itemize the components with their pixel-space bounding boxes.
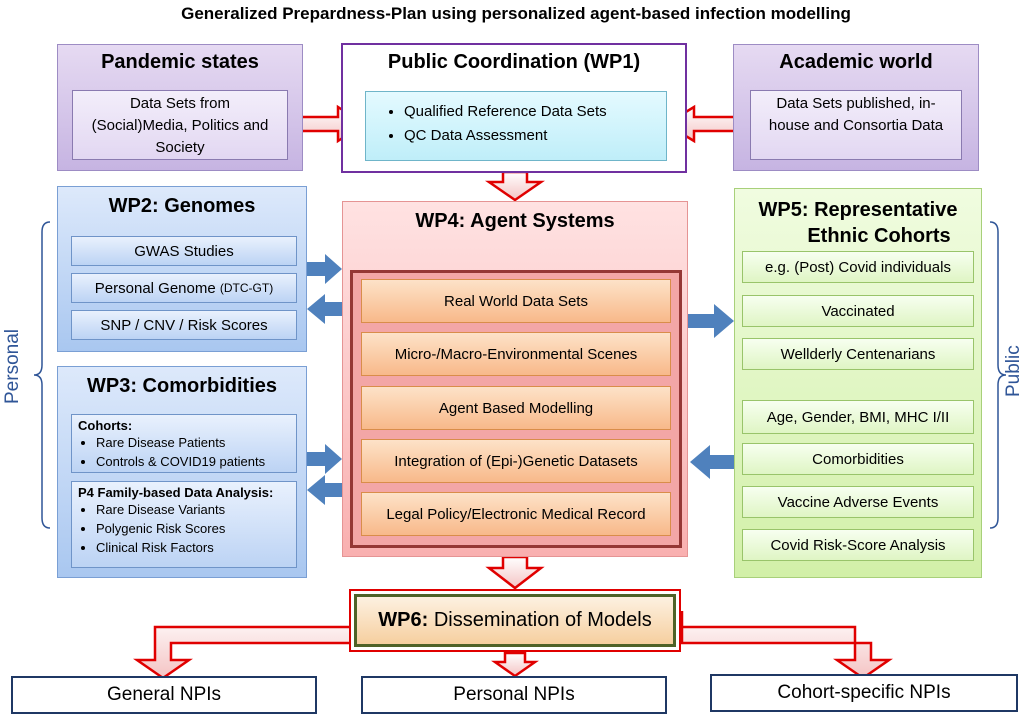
wp1-item: Qualified Reference Data Sets <box>404 100 662 124</box>
wp5-item: Vaccine Adverse Events <box>742 486 974 518</box>
side-label-public: Public <box>1003 345 1024 397</box>
wp4-item: Integration of (Epi-)Genetic Datasets <box>361 439 671 483</box>
academic-heading: Academic world <box>779 51 933 73</box>
wp3-p4-item: Polygenic Risk Scores <box>96 519 290 538</box>
pandemic-data-box: Data Sets from (Social)Media, Politics a… <box>72 90 288 160</box>
output-personal-npis: Personal NPIs <box>361 676 667 714</box>
wp3-cohort-item: Controls & COVID19 patients <box>96 452 290 471</box>
arrow-wp4-to-wp5 <box>688 304 734 338</box>
wp6-label: Dissemination of Models <box>428 609 652 631</box>
wp5-box: WP5: Representative Ethnic Cohorts e.g. … <box>734 188 982 578</box>
public-bracket <box>989 221 1007 529</box>
wp4-heading: WP4: Agent Systems <box>415 210 615 232</box>
academic-data-box: Data Sets published, in-house and Consor… <box>750 90 962 160</box>
diagram-title: Generalized Prepardness-Plan using perso… <box>181 4 851 23</box>
wp3-cohorts-box: Cohorts: Rare Disease Patients Controls … <box>71 414 297 473</box>
arrow-wp3-to-wp4 <box>307 444 342 474</box>
wp6-box: WP6: Dissemination of Models <box>349 589 681 652</box>
pandemic-states-box: Pandemic states Data Sets from (Social)M… <box>57 44 303 171</box>
wp5-heading-line1: WP5: Representative <box>758 199 958 221</box>
wp6-label-bold: WP6: <box>378 609 429 631</box>
arrow-wp1-to-wp4 <box>484 170 546 202</box>
wp2-item-personal-genome-label: Personal Genome <box>94 279 216 297</box>
wp2-item-gwas: GWAS Studies <box>71 236 297 266</box>
wp5-item: Covid Risk-Score Analysis <box>742 529 974 561</box>
personal-bracket <box>33 221 51 529</box>
arrow-wp4-to-wp2 <box>307 294 342 324</box>
wp3-p4-item: Rare Disease Variants <box>96 500 290 519</box>
wp3-box: WP3: Comorbidities Cohorts: Rare Disease… <box>57 366 307 578</box>
wp4-item: Real World Data Sets <box>361 279 671 323</box>
academic-world-box: Academic world Data Sets published, in-h… <box>733 44 979 171</box>
wp2-item-personal-genome: Personal Genome (DTC-GT) <box>71 273 297 303</box>
wp4-box: WP4: Agent Systems Real World Data Sets … <box>342 201 688 557</box>
wp5-heading-line2: Ethnic Cohorts <box>807 225 951 247</box>
wp1-items-box: Qualified Reference Data Sets QC Data As… <box>365 91 667 161</box>
wp3-heading: WP3: Comorbidities <box>86 375 277 397</box>
wp3-p4-item: Clinical Risk Factors <box>96 538 290 557</box>
arrow-wp4-to-wp6 <box>485 555 545 590</box>
wp3-cohorts-label: Cohorts: <box>78 418 133 433</box>
arrow-wp5-to-wp4 <box>690 445 734 479</box>
output-cohort-npis: Cohort-specific NPIs <box>710 674 1018 712</box>
wp5-item: Age, Gender, BMI, MHC I/II <box>742 400 974 434</box>
wp1-item: QC Data Assessment <box>404 124 662 148</box>
wp5-item: Wellderly Centenarians <box>742 338 974 370</box>
side-label-personal: Personal <box>2 329 23 404</box>
arrow-wp6-branches <box>132 611 354 680</box>
arrow-wp4-to-wp3 <box>307 475 342 505</box>
wp1-box: Public Coordination (WP1) Qualified Refe… <box>341 43 687 173</box>
wp4-item: Micro-/Macro-Environmental Scenes <box>361 332 671 376</box>
wp1-heading: Public Coordination (WP1) <box>387 51 641 73</box>
wp2-item-snp: SNP / CNV / Risk Scores <box>71 310 297 340</box>
arrow-wp2-to-wp4 <box>307 254 342 284</box>
wp5-item: Comorbidities <box>742 443 974 475</box>
wp3-p4-box: P4 Family-based Data Analysis: Rare Dise… <box>71 481 297 568</box>
wp5-item: Vaccinated <box>742 295 974 327</box>
wp3-p4-label: P4 Family-based Data Analysis: <box>78 485 274 500</box>
wp4-items-frame: Real World Data Sets Micro-/Macro-Enviro… <box>350 270 682 548</box>
wp4-item: Legal Policy/Electronic Medical Record <box>361 492 671 536</box>
wp3-cohort-item: Rare Disease Patients <box>96 433 290 452</box>
pandemic-heading: Pandemic states <box>101 51 259 73</box>
wp2-heading: WP2: Genomes <box>108 195 256 217</box>
wp2-item-personal-genome-suffix: (DTC-GT) <box>219 281 274 295</box>
wp5-item: e.g. (Post) Covid individuals <box>742 251 974 283</box>
output-general-npis: General NPIs <box>11 676 317 714</box>
wp4-item: Agent Based Modelling <box>361 386 671 430</box>
wp6-inner: WP6: Dissemination of Models <box>354 594 676 647</box>
wp2-box: WP2: Genomes GWAS Studies Personal Genom… <box>57 186 307 352</box>
